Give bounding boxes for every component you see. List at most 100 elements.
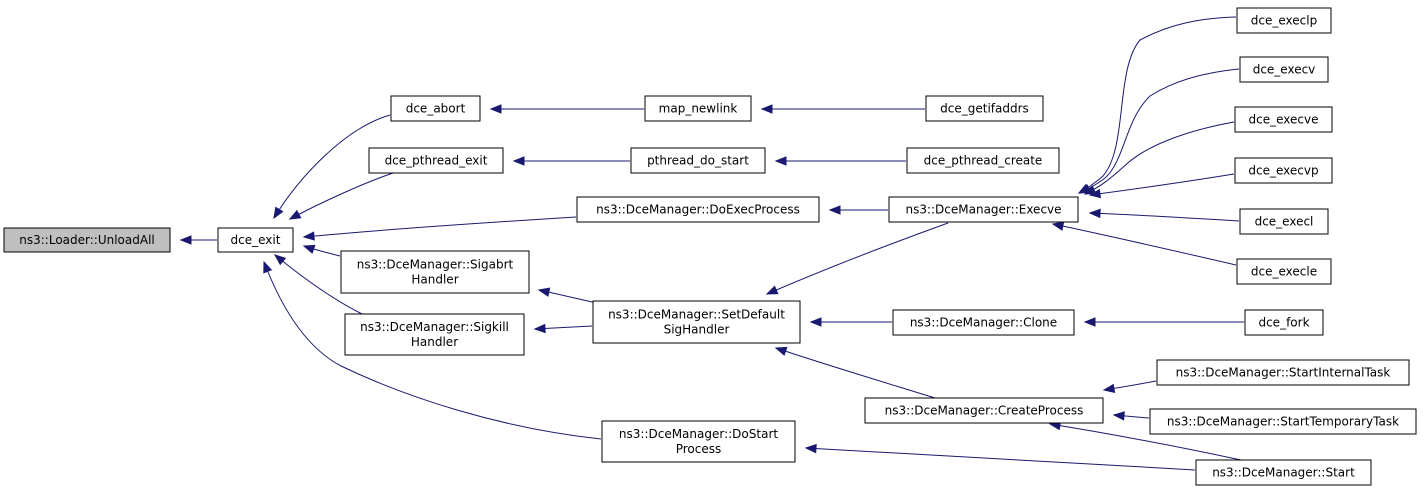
edge-line — [273, 114, 391, 219]
edge-clone-to-setdefault — [809, 317, 892, 327]
node-dce-execv[interactable]: dce_execv — [1239, 56, 1329, 83]
node-box — [1234, 106, 1333, 133]
edge-dce_execl-to-execve_mgr — [1088, 208, 1240, 222]
node-startinternal[interactable]: ns3::DceManager::StartInternalTask — [1156, 359, 1410, 386]
edge-execve_mgr-to-setdefault — [765, 222, 949, 295]
arrowhead-icon — [828, 205, 841, 215]
node-label: Handler — [411, 273, 458, 287]
node-dce-pthread-exit[interactable]: dce_pthread_exit — [368, 147, 504, 174]
node-label: dce_execvp — [1248, 164, 1318, 178]
node-label: ns3::DceManager::Execve — [905, 203, 1061, 217]
node-dce-pthread-create[interactable]: dce_pthread_create — [906, 147, 1060, 174]
node-box — [1149, 408, 1417, 435]
node-createprocess[interactable]: ns3::DceManager::CreateProcess — [864, 397, 1104, 424]
edge-setdefault-to-sigabrt — [537, 287, 598, 304]
node-label: map_newlink — [659, 102, 738, 116]
node-box — [601, 420, 796, 463]
node-pthread-do-start[interactable]: pthread_do_start — [630, 147, 766, 174]
edge-map_newlink-to-dce_abort — [489, 104, 644, 114]
edge-createprocess-to-setdefault — [774, 346, 936, 399]
node-box — [576, 196, 820, 223]
node-label: dce_execv — [1253, 63, 1316, 77]
node-box — [368, 147, 504, 174]
node-dce-exit[interactable]: dce_exit — [217, 227, 294, 253]
node-dce-execl[interactable]: dce_execl — [1239, 208, 1329, 235]
edge-sigabrt-to-dce_exit — [302, 244, 341, 257]
node-label: dce_execl — [1255, 215, 1314, 229]
arrowhead-icon — [179, 235, 192, 245]
arrowhead-icon — [804, 443, 817, 454]
node-dce-getifaddrs[interactable]: dce_getifaddrs — [925, 95, 1044, 122]
node-box — [390, 95, 481, 122]
edge-dostart-to-dce_exit — [263, 260, 602, 440]
node-label: dce_getifaddrs — [940, 102, 1029, 116]
edge-line — [1049, 423, 1242, 461]
node-label: dce_execle — [1251, 265, 1317, 279]
node-box — [888, 196, 1079, 223]
edge-line — [1089, 173, 1235, 196]
node-execve-mgr[interactable]: ns3::DceManager::Execve — [888, 196, 1079, 223]
edge-execve_mgr-to-doexec — [828, 205, 888, 215]
edge-line — [1052, 223, 1237, 266]
edge-setdefault-to-sigkill — [533, 323, 593, 334]
node-dce-execle[interactable]: dce_execle — [1236, 258, 1332, 285]
node-doexec[interactable]: ns3::DceManager::DoExecProcess — [576, 196, 820, 223]
node-dce-execve[interactable]: dce_execve — [1234, 106, 1333, 133]
node-box — [344, 313, 525, 356]
node-box — [1195, 459, 1372, 486]
arrowhead-icon — [533, 323, 546, 334]
edge-line — [1078, 16, 1237, 194]
node-box — [864, 397, 1104, 424]
node-label: ns3::DceManager::Sigkill — [360, 320, 509, 334]
edge-line — [289, 172, 394, 220]
node-label: dce_pthread_create — [924, 154, 1043, 168]
node-map-newlink[interactable]: map_newlink — [644, 95, 752, 122]
node-dce-fork[interactable]: dce_fork — [1244, 309, 1324, 336]
node-box — [925, 95, 1044, 122]
arrowhead-icon — [1083, 317, 1096, 327]
node-box — [892, 309, 1075, 336]
node-clone[interactable]: ns3::DceManager::Clone — [892, 309, 1075, 336]
node-label: dce_pthread_exit — [385, 154, 488, 168]
node-dce-execvp[interactable]: dce_execvp — [1234, 157, 1333, 184]
arrowhead-icon — [1088, 208, 1101, 219]
node-box — [1234, 157, 1333, 184]
node-box — [340, 250, 530, 294]
node-start[interactable]: ns3::DceManager::Start — [1195, 459, 1372, 486]
arrowhead-icon — [1102, 383, 1116, 394]
node-label: dce_execlp — [1251, 14, 1317, 28]
node-box — [1239, 56, 1329, 83]
node-box — [1239, 208, 1329, 235]
arrowhead-icon — [302, 244, 316, 254]
node-label: dce_abort — [406, 102, 466, 116]
arrowhead-icon — [273, 254, 287, 266]
edge-line — [766, 222, 949, 295]
arrowhead-icon — [302, 231, 315, 241]
edge-dce_execvp-to-execve_mgr — [1088, 173, 1235, 199]
node-dce-abort[interactable]: dce_abort — [390, 95, 481, 122]
node-starttemporary[interactable]: ns3::DceManager::StartTemporaryTask — [1149, 408, 1417, 435]
node-label: pthread_do_start — [647, 154, 749, 168]
node-box — [217, 227, 294, 253]
edge-line — [805, 447, 1196, 471]
edge-starttemporary-to-createprocess — [1112, 411, 1150, 421]
arrowhead-icon — [1083, 185, 1097, 195]
node-dce-execlp[interactable]: dce_execlp — [1236, 7, 1332, 34]
edge-dce_exit-to-unloadall — [179, 235, 217, 245]
node-box — [906, 147, 1060, 174]
edge-sigkill-to-dce_exit — [273, 254, 363, 315]
node-box — [630, 147, 766, 174]
edge-line — [775, 347, 936, 399]
edge-line — [1084, 121, 1235, 195]
node-unloadall[interactable]: ns3::Loader::UnloadAll — [3, 227, 171, 253]
node-label: dce_execve — [1249, 113, 1319, 127]
arrowhead-icon — [1112, 411, 1125, 421]
arrowhead-icon — [774, 346, 788, 356]
arrowhead-icon — [1051, 221, 1065, 231]
arrowhead-icon — [1088, 188, 1101, 199]
